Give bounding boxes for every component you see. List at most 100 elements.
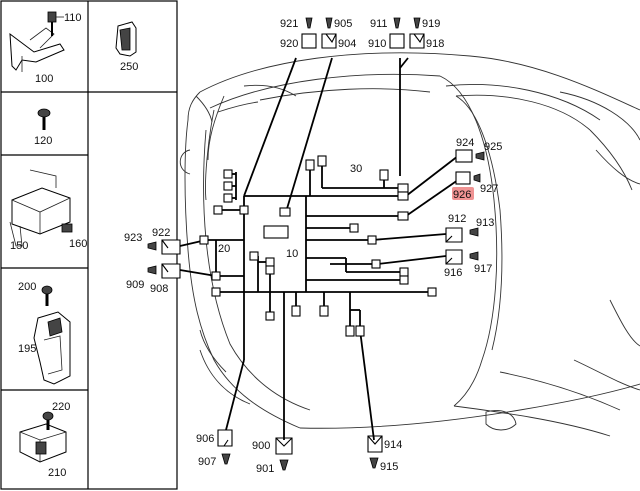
inline-connector: [249, 251, 259, 261]
inline-connector: [223, 181, 233, 191]
inline-connector: [305, 159, 315, 171]
component-group-906: 906 907: [196, 429, 233, 468]
label-110: 110: [64, 12, 82, 24]
label-220: 220: [52, 401, 70, 413]
component-group-922: 923 922 909 908: [124, 227, 181, 295]
terminal-919-icon: [413, 17, 421, 29]
inline-connector: [399, 267, 409, 277]
callout-915: 915: [380, 461, 398, 473]
connector-920: [301, 33, 317, 49]
label-160: 160: [69, 238, 87, 250]
module-block: [263, 225, 289, 239]
callout-10: 10: [286, 248, 298, 260]
inline-connector: [367, 235, 377, 245]
inline-connector: [397, 183, 409, 193]
callout-901: 901: [256, 463, 274, 475]
terminal-925-icon: [475, 151, 485, 161]
inline-connector: [239, 205, 249, 215]
inline-connector: [213, 205, 223, 215]
terminal-921-icon: [305, 17, 313, 29]
terminal-917-icon: [469, 251, 479, 261]
callout-20: 20: [218, 243, 230, 255]
part-195-bracket: 200 195: [18, 281, 71, 385]
callout-918: 918: [426, 38, 444, 50]
part-100-bracket: 110 100: [9, 11, 82, 85]
component-group-920: 921 905 920 904: [280, 17, 356, 50]
callout-913: 913: [476, 217, 494, 229]
callout-917: 917: [474, 263, 492, 275]
inline-connector: [317, 155, 327, 167]
component-group-924: 924 925 926 927: [452, 137, 502, 201]
callout-904: 904: [338, 38, 356, 50]
terminal-905-icon: [325, 17, 333, 29]
callout-916: 916: [444, 267, 462, 279]
component-group-900: 900 901: [252, 437, 293, 475]
inline-connector: [223, 169, 233, 179]
callout-906: 906: [196, 433, 214, 445]
terminal-909-icon: [147, 265, 157, 275]
terminal-927-icon: [473, 173, 481, 183]
callout-914: 914: [384, 439, 402, 451]
part-210-mount: 220 210: [19, 401, 70, 479]
connector-910: [389, 33, 405, 49]
callout-905: 905: [334, 18, 352, 30]
callout-924: 924: [456, 137, 474, 149]
label-210: 210: [48, 467, 66, 479]
callout-910: 910: [368, 38, 386, 50]
harness-labels: 30 20 10: [218, 163, 362, 260]
terminal-901-icon: [279, 459, 289, 471]
screw-icon: [41, 285, 53, 295]
callout-911: 911: [370, 18, 388, 30]
connector-926: [455, 171, 471, 185]
component-group-914: 914 915: [367, 435, 402, 473]
bolt-icon: [47, 11, 57, 23]
terminal-915-icon: [369, 457, 379, 469]
component-group-912: 912 913 916 917: [444, 213, 494, 279]
callout-922: 922: [152, 227, 170, 239]
car-body-outline: [179, 52, 640, 437]
inline-connector: [397, 191, 409, 201]
screw-icon: [37, 108, 51, 118]
inline-connector: [319, 305, 329, 317]
callout-912: 912: [448, 213, 466, 225]
terminal-923-icon: [147, 241, 157, 251]
highlight-marker: [452, 187, 474, 200]
inline-connector: [291, 305, 301, 317]
connector-924: [455, 149, 473, 163]
inline-connector: [379, 169, 389, 181]
part-150-control-unit: 150 160: [9, 169, 87, 252]
label-195: 195: [18, 343, 36, 355]
wiring-harness: [179, 57, 459, 441]
callout-927: 927: [480, 183, 498, 195]
callout-907: 907: [198, 456, 216, 468]
part-250-clip: 250: [115, 21, 138, 73]
callout-919: 919: [422, 18, 440, 30]
inline-connector: [345, 325, 355, 337]
inline-connector: [265, 311, 275, 321]
inline-connector: [211, 271, 221, 281]
callout-925: 925: [484, 141, 502, 153]
inline-connector: [223, 193, 233, 203]
inline-connector: [211, 287, 221, 297]
callout-921: 921: [280, 18, 298, 30]
inline-connector: [279, 207, 291, 217]
callout-926: 926: [453, 189, 471, 201]
inline-connector: [265, 257, 275, 267]
terminal-913-icon: [469, 227, 479, 237]
bolt-icon: [61, 223, 73, 233]
inline-connector: [427, 287, 437, 297]
harness-connectors: [199, 155, 437, 337]
terminal-907-icon: [221, 453, 231, 465]
label-200: 200: [18, 281, 36, 293]
inline-connector: [399, 275, 409, 285]
callout-900: 900: [252, 440, 270, 452]
label-100: 100: [35, 73, 53, 85]
inline-connector: [349, 223, 359, 233]
inline-connector: [355, 325, 365, 337]
label-150: 150: [10, 240, 28, 252]
callout-30: 30: [350, 163, 362, 175]
inline-connector: [199, 235, 209, 245]
terminal-911-icon: [393, 17, 401, 29]
component-group-910: 911 919 910 918: [368, 17, 444, 50]
